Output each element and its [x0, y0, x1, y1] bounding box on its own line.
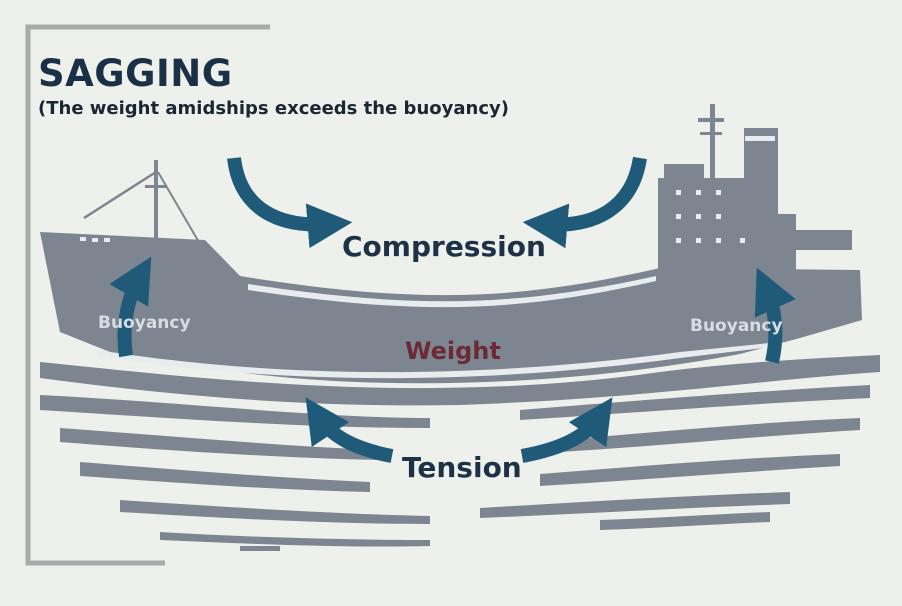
radar-bar-2: [700, 132, 722, 135]
frame-bracket: [25, 24, 270, 566]
diagram-subtitle: (The weight amidships exceeds the buoyan…: [38, 98, 509, 119]
buoyancy-label-left: Buoyancy: [98, 313, 191, 333]
bow-rigging-rear: [157, 171, 201, 245]
deck-rail: [248, 276, 656, 308]
compression-arrow-left-icon: [227, 156, 353, 249]
deck-details: [80, 136, 780, 379]
bow-mast-yard: [145, 185, 167, 188]
hull: [40, 232, 862, 384]
compression-arrow-right-icon: [522, 156, 647, 249]
funnel-band: [745, 136, 775, 141]
radar-bar-1: [698, 118, 724, 122]
compression-label: Compression: [342, 230, 546, 263]
lifeboat-davit: [796, 230, 852, 250]
buoyancy-arrow-left-icon: [109, 256, 152, 358]
tension-arrow-left-icon: [305, 397, 394, 463]
buoyancy-label-right: Buoyancy: [690, 316, 783, 336]
funnel: [744, 128, 778, 228]
bow-mast: [154, 160, 158, 242]
diagram-title: SAGGING: [38, 52, 233, 95]
radar-mast: [710, 104, 715, 182]
waterline-highlight: [98, 342, 780, 379]
tension-arrow-right-icon: [520, 397, 613, 463]
sea-waves: [40, 355, 880, 551]
weight-label: Weight: [405, 337, 501, 365]
buoyancy-arrow-right-icon: [754, 267, 796, 364]
tension-label: Tension: [402, 451, 522, 484]
bow-rigging: [83, 170, 157, 220]
bridge-top: [664, 164, 704, 180]
ship-silhouette: [40, 104, 880, 551]
